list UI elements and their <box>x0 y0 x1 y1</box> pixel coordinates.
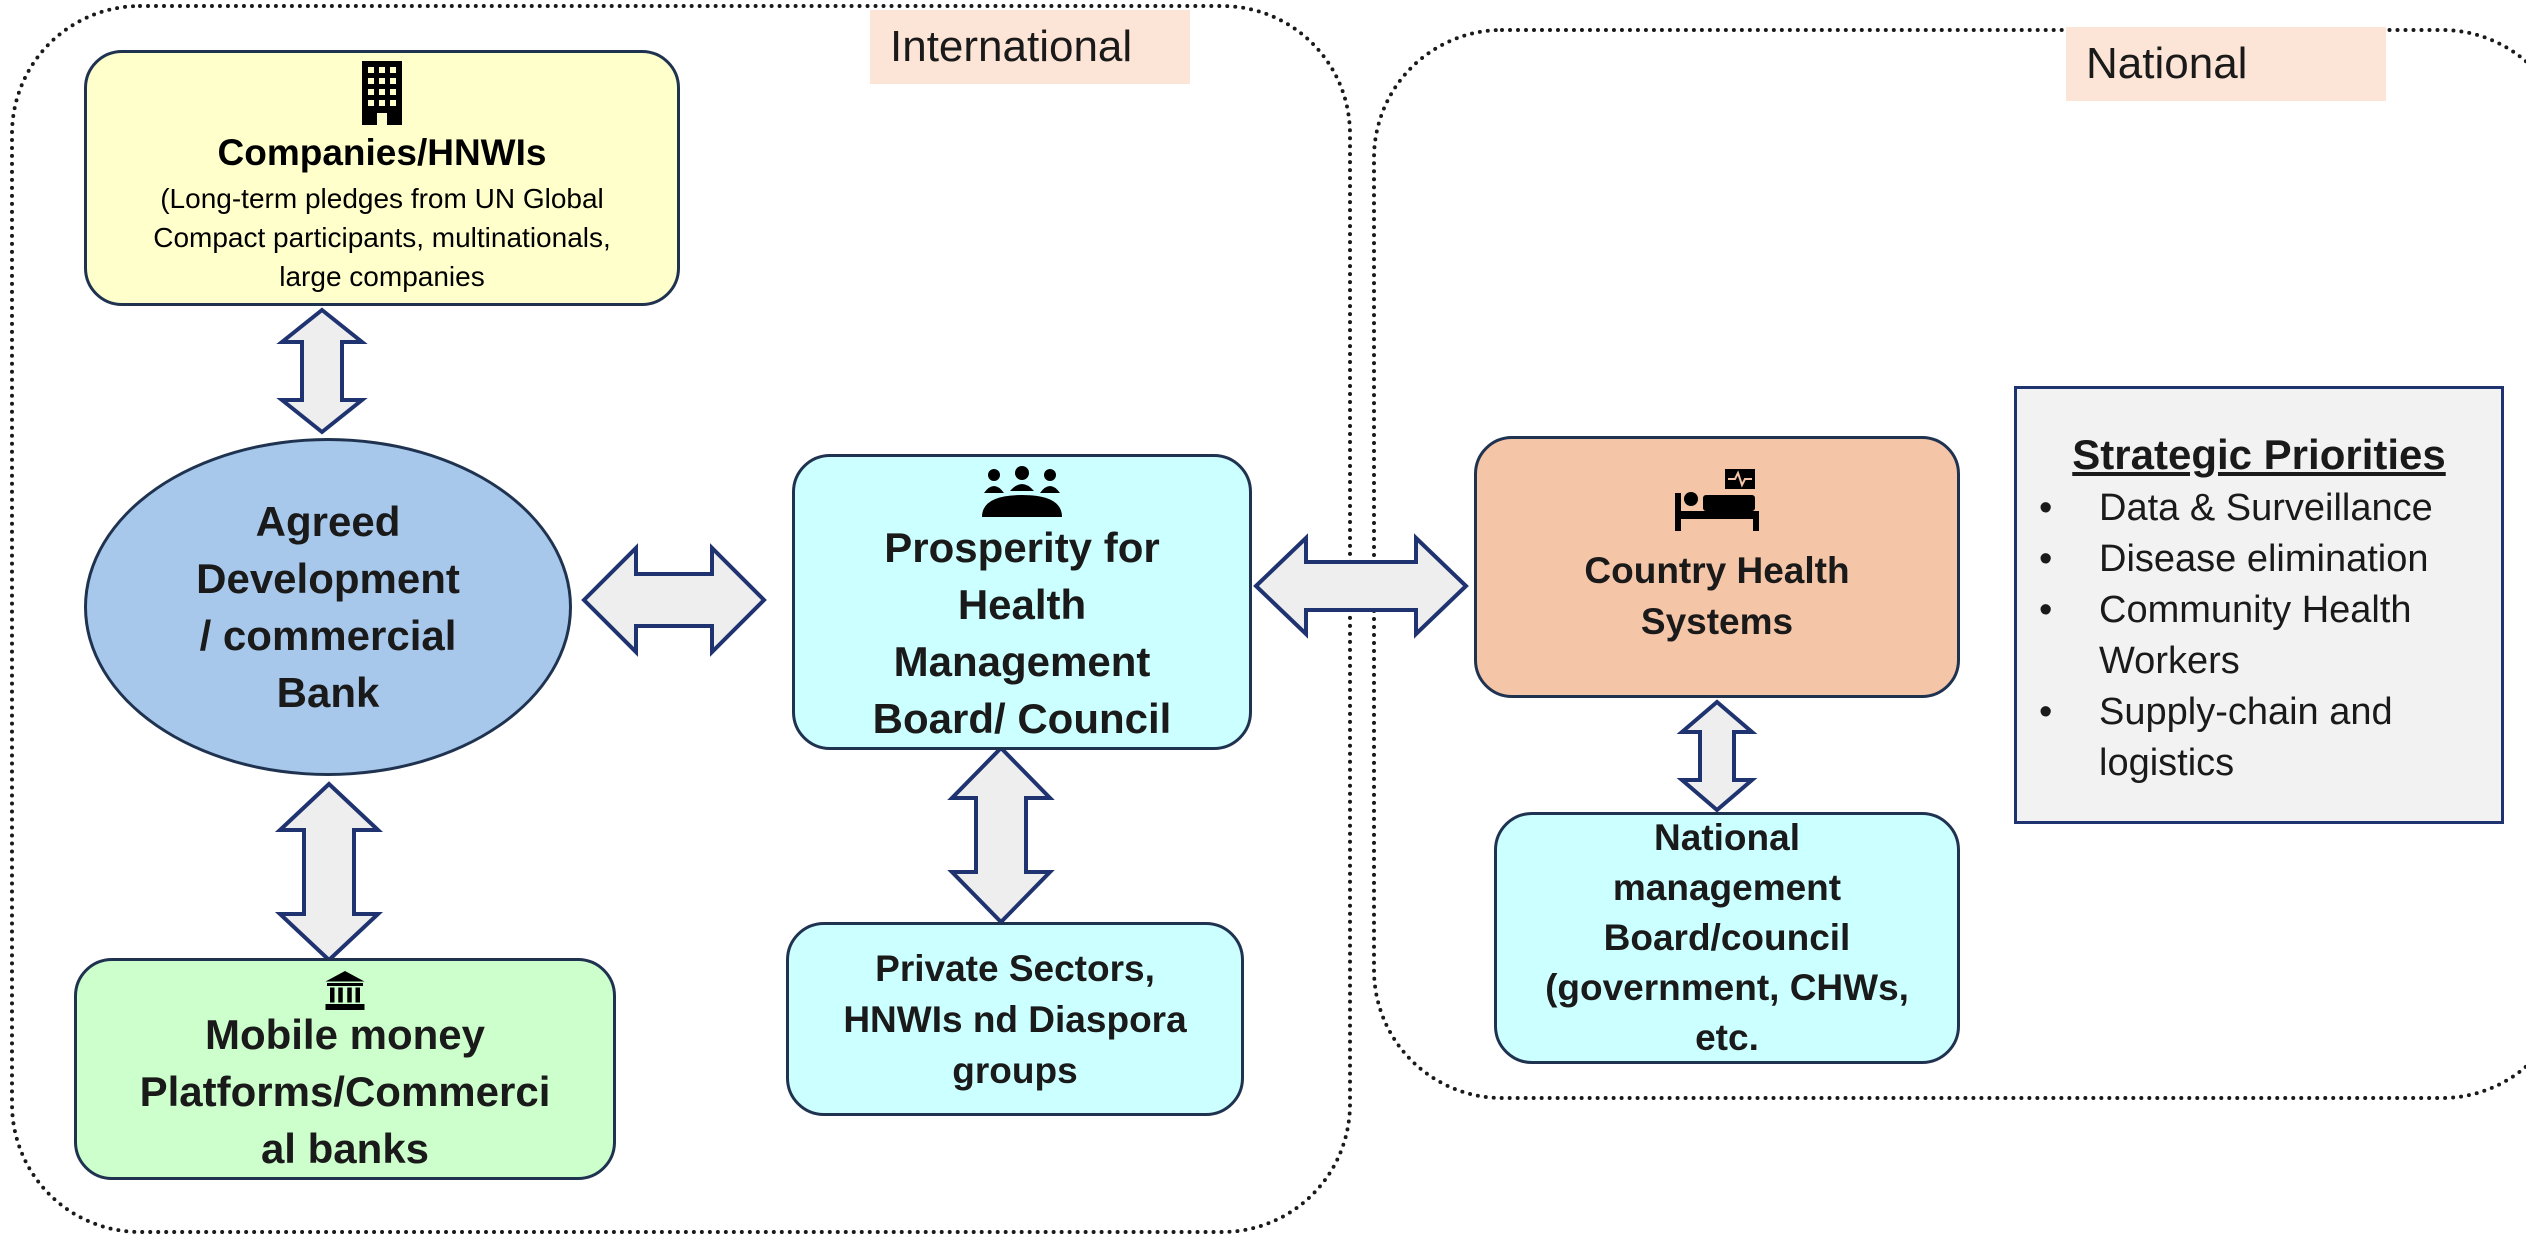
national-board-line: National <box>1654 817 1800 858</box>
prosperity-line: Prosperity for <box>884 524 1160 571</box>
priority-item-line: Workers <box>2099 640 2240 682</box>
hospital-bed-icon <box>1675 469 1759 531</box>
private-line: HNWIs nd Diaspora <box>843 998 1187 1040</box>
private-line: Private Sectors, <box>875 947 1155 989</box>
priority-item: Disease elimination <box>2017 534 2501 585</box>
people-meeting-icon <box>982 466 1062 517</box>
private-sectors-box: Private Sectors, HNWIs nd Diaspora group… <box>786 922 1244 1116</box>
priority-item-line: Data & Surveillance <box>2099 487 2433 529</box>
strategic-priorities-title: Strategic Priorities <box>2072 431 2446 478</box>
bank-building-icon <box>325 971 365 1010</box>
national-board-line: etc. <box>1695 1017 1759 1058</box>
priority-item-line: logistics <box>2099 742 2235 784</box>
prosperity-private-arrow <box>947 745 1055 925</box>
private-line: groups <box>952 1049 1078 1091</box>
companies-detail-line: Compact participants, multinationals, <box>153 222 611 254</box>
companies-title: Companies/HNWIs <box>217 132 547 173</box>
development-bank-ellipse: Agreed Development / commercial Bank <box>84 438 572 776</box>
priority-item-line: Disease elimination <box>2099 538 2429 580</box>
national-board-line: Board/council <box>1603 917 1851 958</box>
mobile-line: Platforms/Commerci <box>139 1068 551 1115</box>
companies-hnwis-box: Companies/HNWIs (Long-term pledges from … <box>84 50 680 306</box>
country-national-board-arrow <box>1676 699 1758 813</box>
bank-line: / commercial <box>199 612 457 659</box>
national-board-line: management <box>1612 867 1842 908</box>
mobile-line: Mobile money <box>204 1011 486 1058</box>
priority-item: Data & Surveillance <box>2017 483 2501 534</box>
companies-detail-line: (Long-term pledges from UN Global <box>160 183 604 215</box>
companies-detail: (Long-term pledges from UN Global Compac… <box>153 179 611 296</box>
country-health-systems-box: Country Health Systems <box>1474 436 1960 698</box>
bank-mobile-arrow <box>274 781 384 963</box>
country-line: Country Health <box>1584 550 1850 591</box>
companies-detail-line: large companies <box>279 261 485 293</box>
mobile-money-box: Mobile money Platforms/Commerci al banks <box>74 958 616 1180</box>
bank-line: Development <box>196 555 460 602</box>
prosperity-board-box: Prosperity for Health Management Board/ … <box>792 454 1252 750</box>
priority-item-line: Community Health <box>2099 589 2412 631</box>
strategic-priorities-box: Strategic Priorities Data & Surveillance… <box>2014 386 2504 824</box>
bank-prosperity-arrow <box>581 543 767 657</box>
strategic-priorities-list: Data & Surveillance Disease elimination … <box>2017 483 2501 789</box>
office-building-icon <box>362 61 402 125</box>
mobile-line: al banks <box>260 1125 430 1172</box>
prosperity-line: Health <box>957 581 1087 628</box>
priority-item-line: Supply-chain and <box>2099 691 2393 733</box>
priority-item: Supply-chain and logistics <box>2017 687 2501 789</box>
companies-bank-arrow <box>276 307 368 435</box>
national-board-line: (government, CHWs, <box>1545 967 1909 1008</box>
prosperity-line: Management <box>893 638 1151 685</box>
prosperity-country-arrow <box>1253 533 1469 639</box>
bank-line: Bank <box>276 669 380 716</box>
international-region-label: International <box>870 10 1190 84</box>
priority-item: Community Health Workers <box>2017 585 2501 687</box>
country-line: Systems <box>1640 601 1794 642</box>
national-board-box: National management Board/council (gover… <box>1494 812 1960 1064</box>
bank-line: Agreed <box>255 498 401 545</box>
prosperity-line: Board/ Council <box>872 695 1172 742</box>
national-region-label: National <box>2066 27 2386 101</box>
